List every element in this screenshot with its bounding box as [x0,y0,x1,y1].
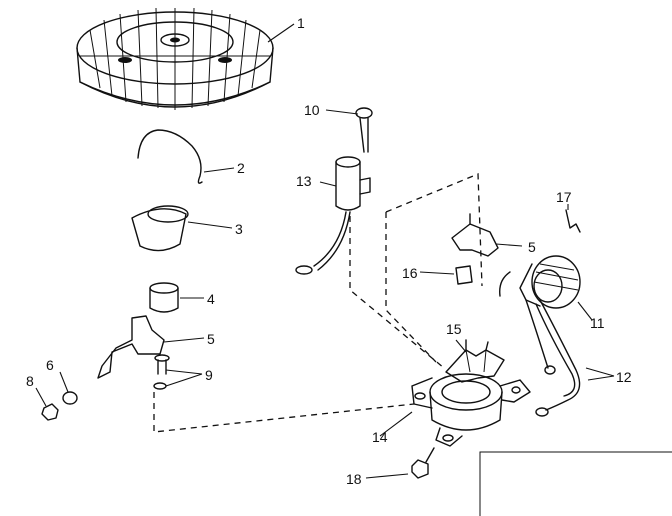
breaker-base-drawing [411,373,531,447]
part-label-11: 11 [590,315,605,331]
terminal-clip-drawing [455,265,473,285]
nut-drawing [41,403,59,421]
part-label-5-left: 5 [207,331,215,347]
spring-clip-drawing [137,129,203,184]
wire-spring-drawing [565,209,581,233]
part-label-4: 4 [207,291,215,307]
part-label-16: 16 [402,265,418,281]
leader-lines [35,23,615,479]
part-label-15: 15 [446,321,462,337]
screw-washer-drawing [153,354,170,390]
part-label-3: 3 [235,221,243,237]
part-label-2: 2 [237,160,245,176]
ignition-coil-drawing [519,255,581,309]
part-label-8: 8 [26,373,34,389]
bracket-left-drawing [97,315,165,379]
part-label-14: 14 [372,429,388,445]
part-label-13: 13 [296,173,312,189]
flywheel-drawing [76,7,274,110]
part-label-12: 12 [616,369,632,385]
part-label-10: 10 [304,102,320,118]
frame-corner [479,451,672,516]
part-label-18: 18 [346,471,362,487]
bushing-drawing [149,282,179,313]
part-label-1: 1 [297,15,305,31]
air-vane-drawing [131,205,189,252]
bracket-right-drawing [451,223,499,257]
condenser-drawing [295,156,371,275]
part-label-5-right: 5 [528,239,536,255]
part-label-17: 17 [556,189,572,205]
washer-drawing [62,391,78,405]
condenser-screw-drawing [355,107,373,153]
assembly-dashed-lines [153,173,483,433]
part-label-9: 9 [205,367,213,383]
breaker-plate-drawing [445,339,505,383]
part-label-6: 6 [46,357,54,373]
mounting-screw-drawing [411,447,435,479]
part-labels: 1 2 3 4 5 5 6 8 9 10 11 12 13 14 15 16 1… [26,15,632,487]
coil-leads-drawing [499,271,581,417]
